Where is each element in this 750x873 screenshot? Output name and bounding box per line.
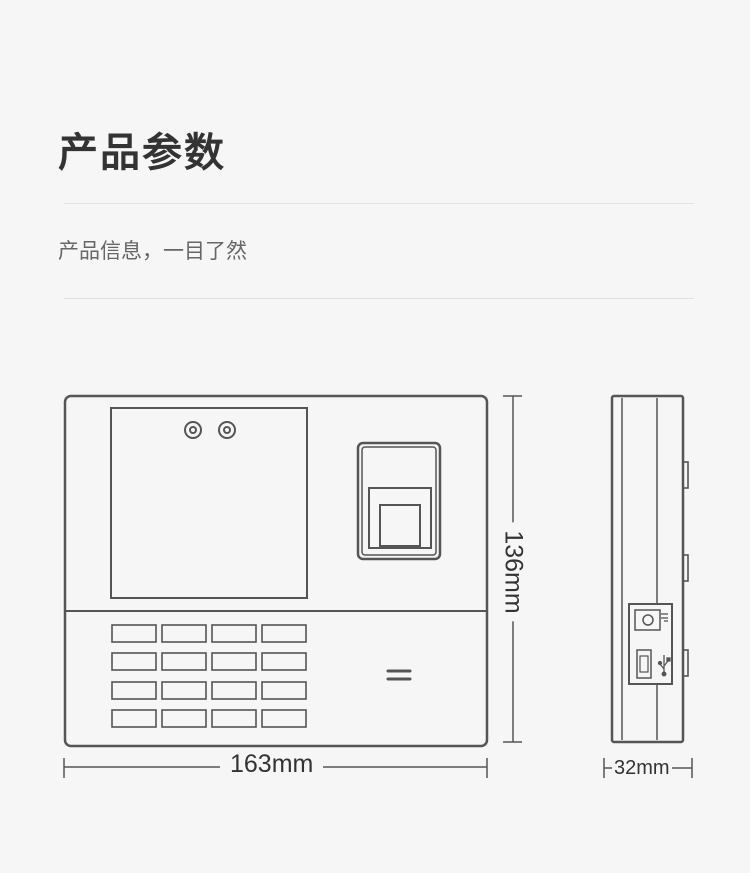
page-subtitle: 产品信息，一目了然 [58, 239, 247, 263]
usb-icon [657, 655, 671, 677]
side-clip-icon [682, 461, 689, 677]
divider-top [64, 203, 694, 204]
keypad [111, 624, 307, 728]
speaker-grille-icon [386, 669, 412, 681]
device-front-view [63, 394, 489, 748]
camera-icon [184, 421, 236, 439]
power-icon [661, 613, 668, 622]
depth-dimension-label: 32mm [612, 757, 672, 779]
screen [110, 407, 308, 599]
width-dimension-label: 163mm [220, 752, 324, 777]
divider-bottom [64, 298, 694, 299]
fingerprint-sensor [356, 441, 442, 561]
page-title: 产品参数 [58, 130, 226, 176]
port-panel [628, 603, 673, 685]
device-body-outline [63, 394, 489, 748]
height-dimension-label: 136mm [500, 522, 528, 622]
device-side-view [610, 394, 689, 744]
